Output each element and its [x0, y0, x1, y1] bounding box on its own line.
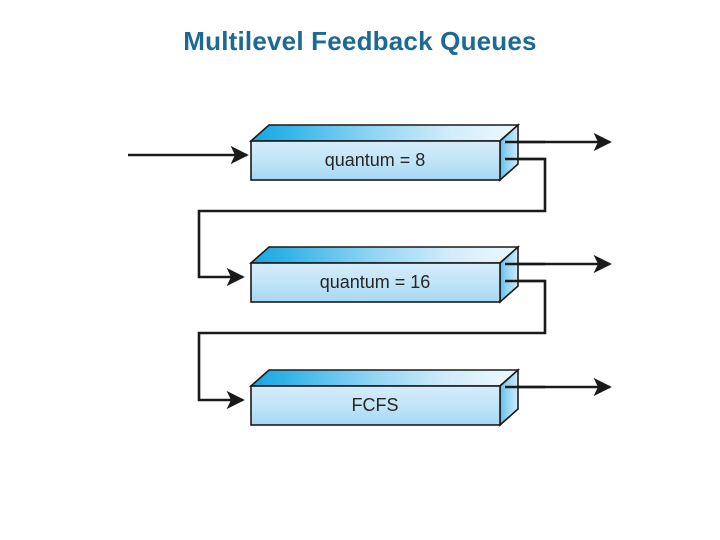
queue-box-2-top-face	[248, 246, 521, 264]
queue-box-3[interactable]: FCFS	[248, 368, 521, 427]
queue-box-2-front-face	[250, 262, 501, 303]
queue-box-1[interactable]: quantum = 8	[248, 123, 521, 182]
queue-box-3-label: FCFS	[352, 395, 399, 415]
connector-stubs	[505, 140, 545, 389]
queue-box-3-front-face	[250, 385, 501, 426]
queue-box-3-top-face	[248, 369, 521, 387]
queue-box-2[interactable]: quantum = 16	[248, 245, 521, 304]
queue-box-1-front-face	[250, 140, 501, 181]
queue-box-1-top-face	[248, 124, 521, 142]
queue-box-2-label: quantum = 16	[320, 272, 431, 292]
page-title: Multilevel Feedback Queues	[183, 26, 537, 56]
queue-box-1-label: quantum = 8	[325, 150, 426, 170]
